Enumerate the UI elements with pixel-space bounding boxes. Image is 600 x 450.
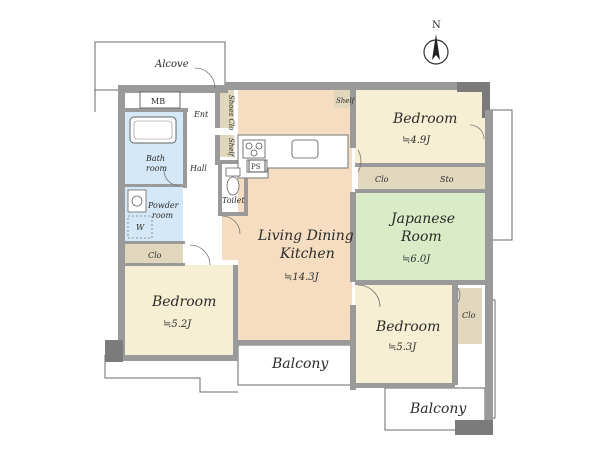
closet-left-floor (125, 244, 183, 264)
closet-right-label: Clo (462, 311, 476, 320)
washbasin (127, 189, 147, 213)
ldk-floor (222, 88, 352, 345)
bedroom-right-floor (355, 285, 455, 385)
ps-label: PS (251, 163, 261, 171)
shelf-ent-label: Shelf (227, 138, 235, 158)
bedroom-right-name: Bedroom (375, 319, 440, 335)
sink (291, 139, 319, 159)
mb-box (139, 91, 181, 109)
toilet-label: Toilet (222, 196, 245, 205)
japanese-room-floor (355, 192, 485, 282)
closet-top-floor (358, 167, 410, 189)
alcove-label: Alcove (154, 59, 189, 70)
bedroom-top-floor (355, 90, 485, 165)
bedroom-right-size: ≒5.3J (388, 342, 417, 353)
bedroom-left-size: ≒5.2J (163, 319, 192, 330)
toilet-bowl (226, 176, 240, 196)
balcony-right-label: Balcony (409, 401, 467, 417)
japanese-room-size: ≒6.0J (402, 254, 431, 265)
shelf-ldk-label: Shelf (336, 97, 356, 105)
ldk-size: ≒14.3J (284, 272, 320, 283)
compass: N (423, 20, 449, 65)
closet-top-label: Clo (375, 175, 389, 184)
toilet-fixture (225, 167, 241, 177)
hall-label: Hall (189, 164, 207, 173)
bedroom-top-size: ≒4.9J (402, 135, 431, 146)
shelf-ent-floor (220, 135, 234, 157)
closet-left-label: Clo (148, 251, 162, 260)
balcony-center-label: Balcony (271, 356, 329, 372)
storage-label: Sto (440, 175, 454, 184)
shoes-closet-label: Shoes Clo (227, 95, 235, 130)
shelf-ldk-floor (334, 90, 352, 108)
washer-area (127, 215, 153, 239)
shoes-closet-floor (220, 90, 234, 128)
closet-right-floor (458, 288, 482, 344)
washer-label: W (136, 223, 145, 232)
ps-box (248, 159, 266, 173)
bath-label: Bath room (145, 154, 168, 173)
bedroom-left-floor (123, 265, 235, 355)
storage-floor (410, 167, 485, 189)
stove (242, 139, 266, 159)
bedroom-top-name: Bedroom (392, 111, 457, 127)
compass-label: N (432, 20, 441, 31)
mb-label: MB (151, 97, 165, 106)
bedroom-left-name: Bedroom (151, 294, 216, 310)
entrance-label: Ent (193, 110, 209, 119)
